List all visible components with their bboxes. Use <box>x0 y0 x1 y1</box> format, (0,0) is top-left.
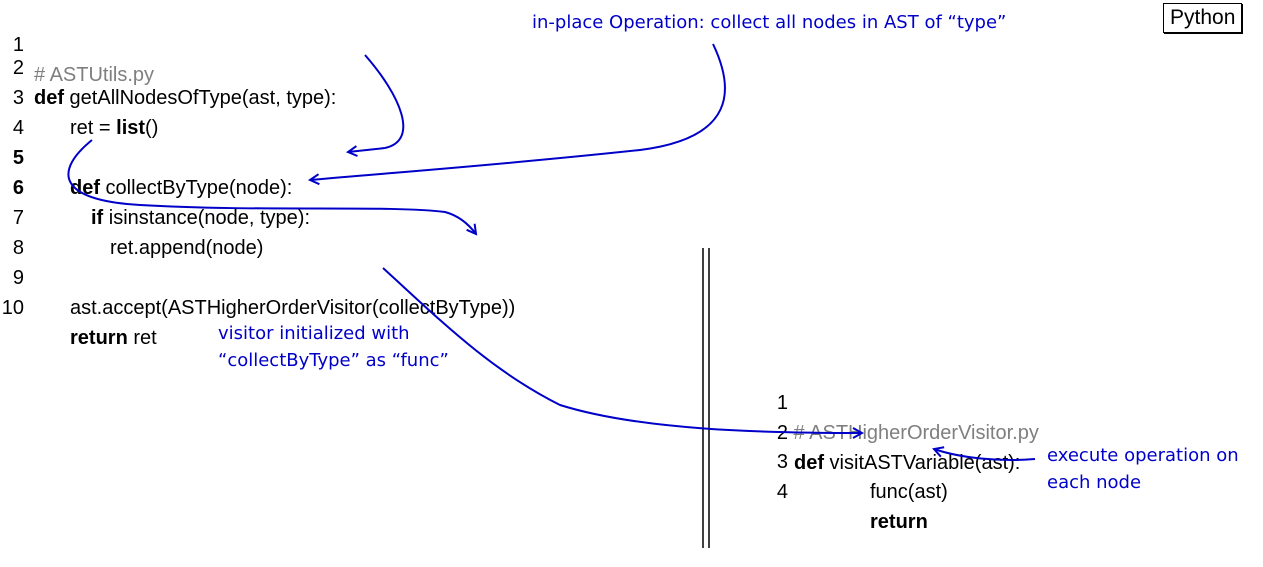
code-line: 5 def collectByType(node): <box>0 113 292 199</box>
line-number: 10 <box>1 297 24 319</box>
code-line: 8 <box>0 203 24 259</box>
keyword: def <box>794 452 824 474</box>
code-line: 3 func(ast) <box>770 417 948 503</box>
code-text: func(ast) <box>870 481 948 503</box>
arrow-type-param <box>348 54 405 152</box>
line-number: 2 <box>12 57 24 79</box>
arrow-visitor-func <box>382 267 862 433</box>
arrow-collectbytype-pass <box>67 139 476 234</box>
arrow-inplace-operation <box>310 43 726 180</box>
line-number: 4 <box>776 481 788 503</box>
line-number: 1 <box>12 34 24 56</box>
code-text: getAllNodesOfType(ast, type): <box>64 87 337 109</box>
code-line: 10 return ret <box>0 263 157 349</box>
code-line: 3 ret = list() <box>0 53 159 139</box>
keyword: def <box>34 87 64 109</box>
line-number: 3 <box>12 87 24 109</box>
code-line: 9 ast.accept(ASTHigherOrderVisitor(colle… <box>0 233 515 319</box>
code-text: ret.append(node) <box>110 237 264 259</box>
keyword: return <box>870 511 928 533</box>
line-number: 3 <box>776 451 788 473</box>
arrow-execute-operation <box>934 449 1036 461</box>
code-text: ast.accept(ASTHigherOrderVisitor(collect… <box>70 297 516 319</box>
code-text: () <box>145 117 159 139</box>
code-line: 4 <box>0 83 24 139</box>
annotation-execute-operation: execute operation on each node <box>1047 445 1239 493</box>
code-line: 6 if isinstance(node, type): <box>0 143 310 229</box>
line-number: 9 <box>12 267 24 289</box>
code-text: collectByType(node): <box>100 177 293 199</box>
code-text: isinstance(node, type): <box>103 207 310 229</box>
annotation-visitor-initialized: visitor initialized with “collectByType”… <box>218 323 449 371</box>
code-line: 7 ret.append(node) <box>0 173 264 259</box>
line-number: 6 <box>12 177 24 199</box>
code-line: 2 def getAllNodesOfType(ast, type): <box>0 23 336 109</box>
annotation-inplace-operation: in-place Operation: collect all nodes in… <box>532 12 1007 33</box>
code-text: ret = <box>70 117 117 139</box>
keyword: list <box>116 117 146 139</box>
keyword: def <box>70 177 100 199</box>
code-comment: # ASTUtils.py <box>34 64 155 86</box>
code-text: ret <box>127 327 157 349</box>
line-number: 1 <box>776 392 788 414</box>
line-number: 8 <box>12 237 24 259</box>
code-block-astutils: 1 # ASTUtils.py 2 def getAllNodesOfType(… <box>0 0 660 349</box>
code-line: 4 return <box>770 447 928 533</box>
diagram-overlay <box>67 43 1036 548</box>
line-number: 4 <box>12 117 24 139</box>
keyword: return <box>70 327 128 349</box>
code-line: 1 # ASTUtils.py <box>0 0 154 86</box>
line-number: 5 <box>12 147 24 169</box>
language-badge: Python <box>1163 3 1243 33</box>
line-number: 7 <box>12 207 24 229</box>
keyword: if <box>91 207 104 229</box>
